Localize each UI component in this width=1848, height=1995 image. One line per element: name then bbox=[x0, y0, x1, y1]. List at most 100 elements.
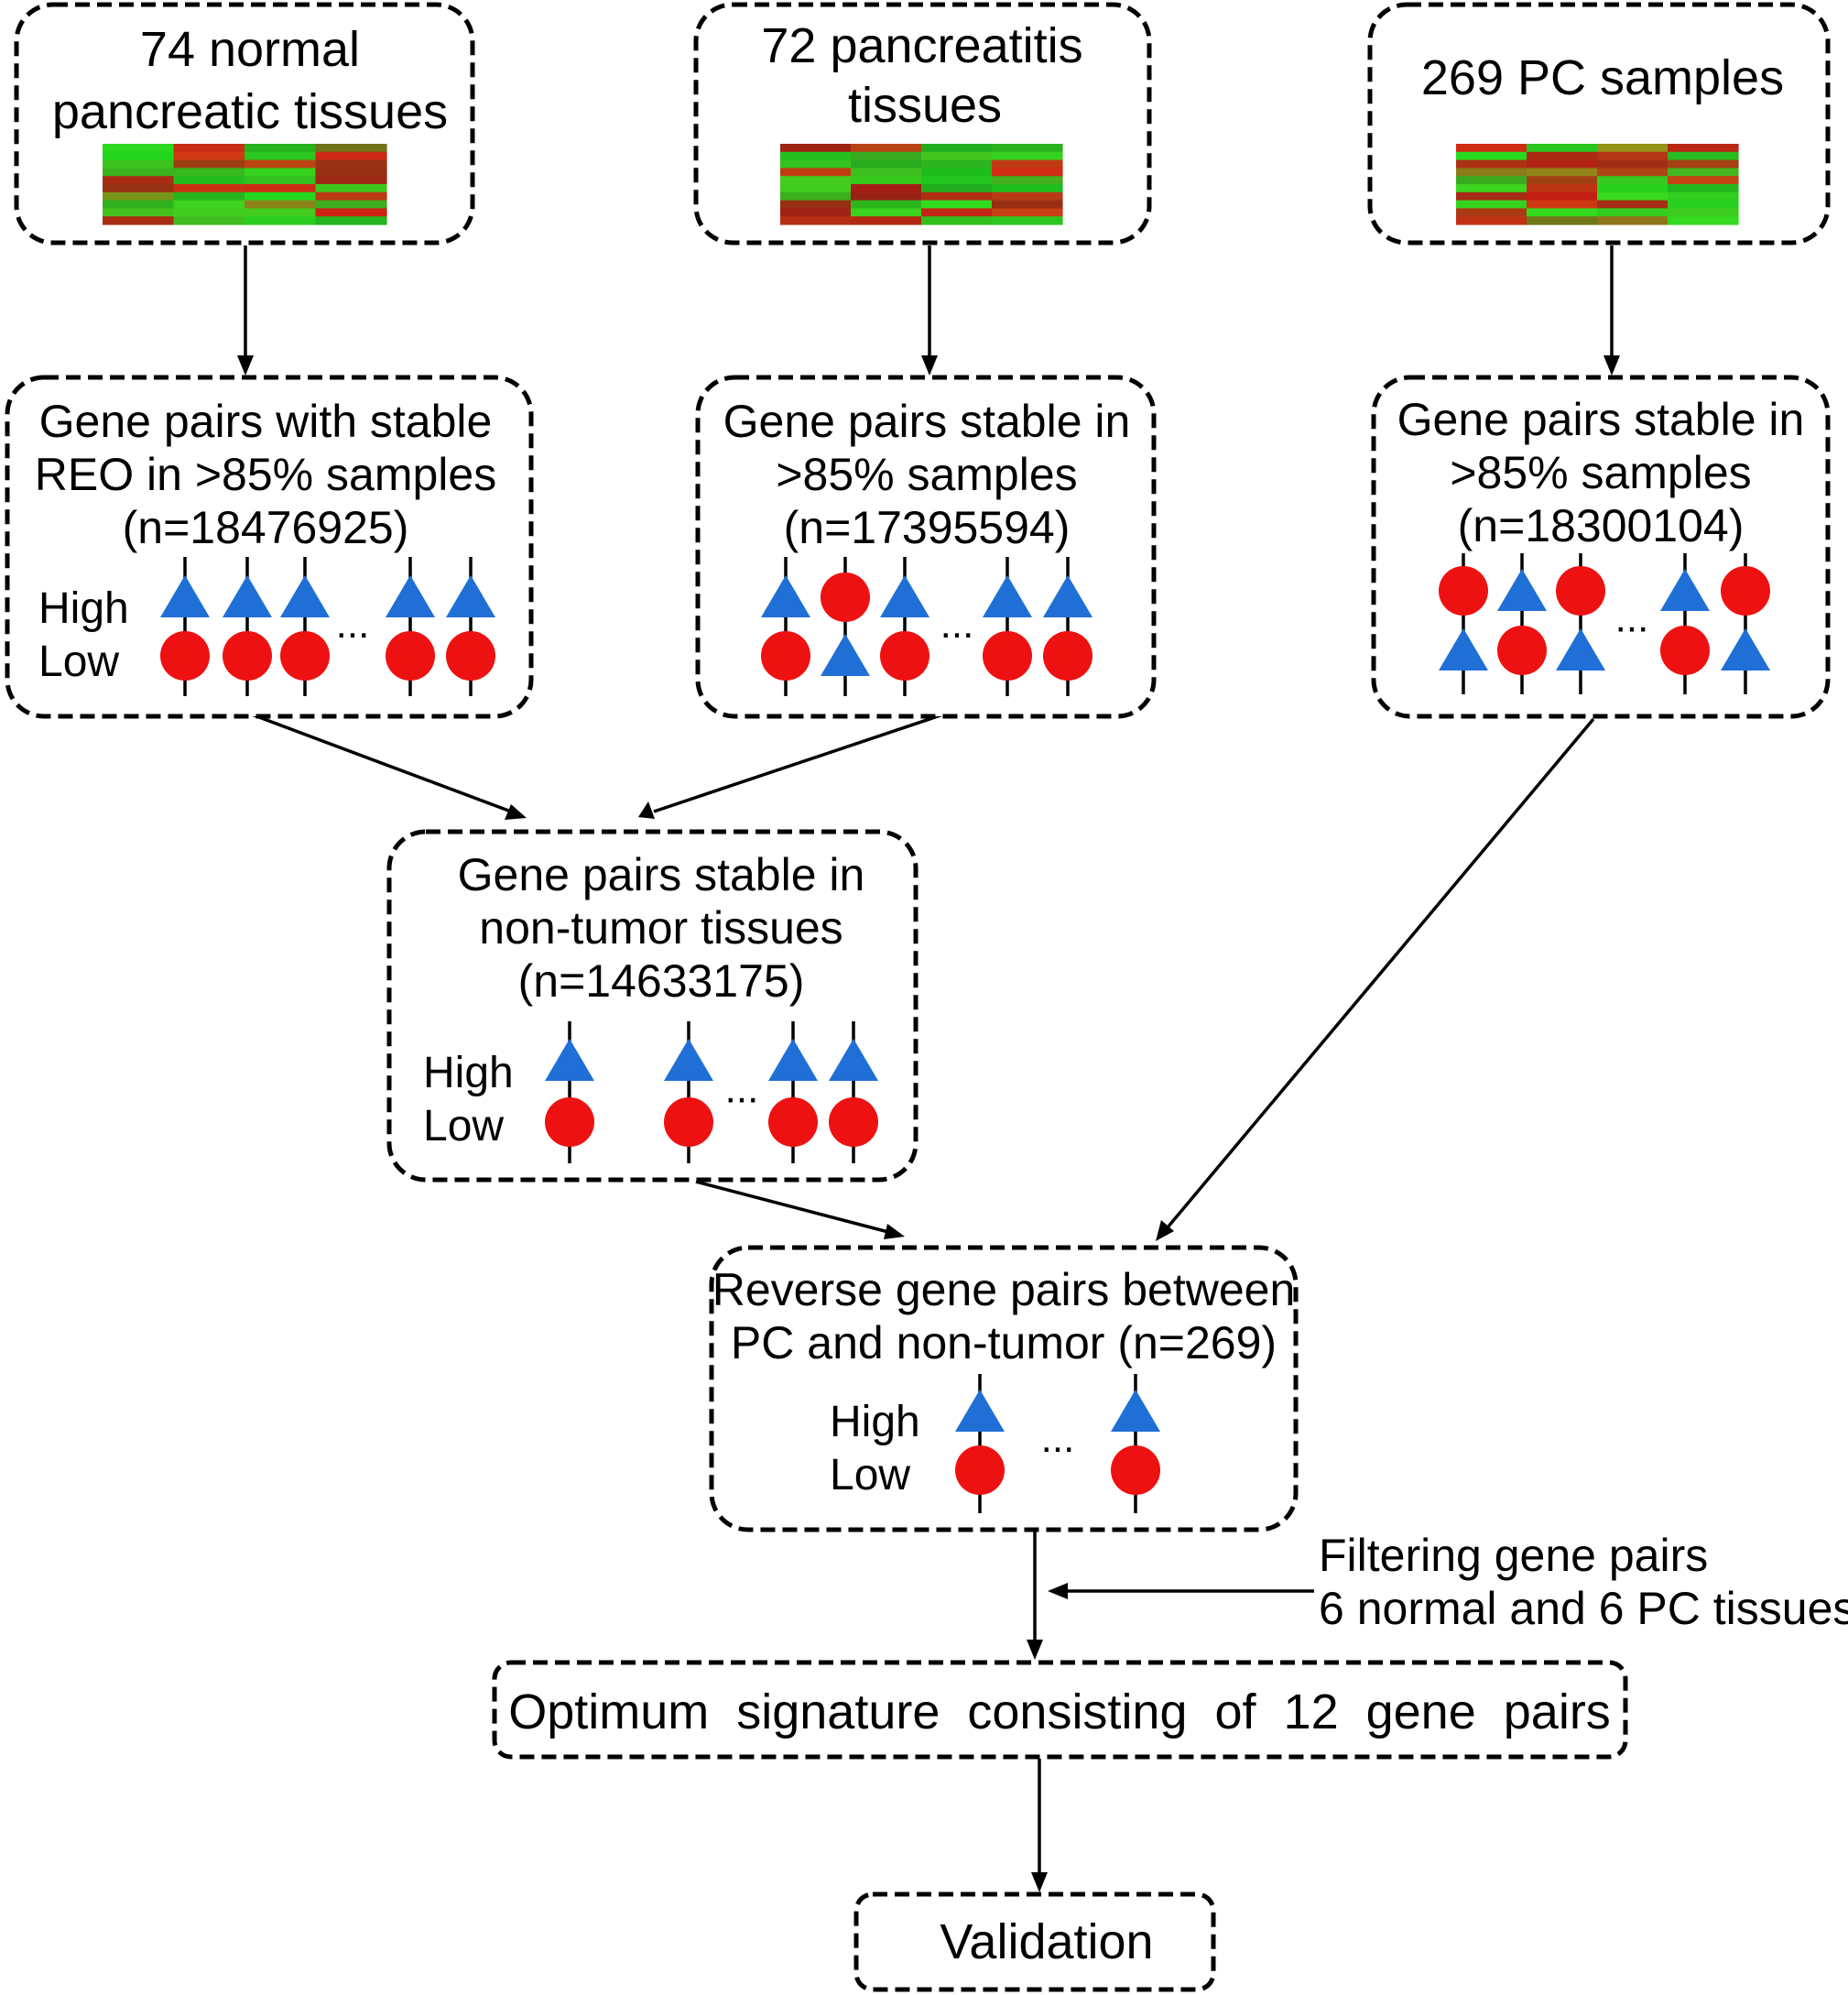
heatmap-cell bbox=[1597, 208, 1669, 217]
heatmap-cell bbox=[921, 144, 993, 153]
heatmap-cell bbox=[173, 176, 245, 185]
heatmap-cell bbox=[245, 168, 317, 177]
heatmap-cell bbox=[1597, 191, 1669, 202]
heatmap-cell bbox=[780, 184, 852, 193]
heatmap-cell bbox=[173, 151, 245, 161]
connector-arrows bbox=[237, 245, 1620, 1892]
low-circle-icon bbox=[955, 1445, 1005, 1495]
heatmap-cell bbox=[1456, 159, 1527, 169]
box-text-line: >85% samples bbox=[1450, 447, 1751, 498]
expression-heatmap bbox=[103, 144, 387, 225]
high-triangle-icon bbox=[1497, 569, 1547, 611]
heatmap-cell bbox=[315, 200, 387, 209]
heatmap-cell bbox=[1527, 176, 1598, 185]
low-circle-icon bbox=[880, 631, 929, 681]
high-triangle-icon bbox=[1043, 575, 1092, 617]
source-label-line: 74 normal bbox=[140, 22, 360, 77]
heatmap-cell bbox=[1456, 200, 1527, 209]
source-label-line: 269 PC samples bbox=[1421, 50, 1784, 105]
heatmap-cell bbox=[1597, 144, 1669, 153]
heatmap-cell bbox=[315, 191, 387, 202]
ellipsis-text: ... bbox=[1041, 1416, 1075, 1461]
high-triangle-icon bbox=[223, 575, 272, 617]
box-text-line: REO in >85% samples bbox=[35, 449, 496, 500]
heatmap-cell bbox=[1597, 184, 1669, 193]
high-triangle-icon bbox=[1439, 628, 1488, 670]
heatmap-cell bbox=[103, 184, 175, 193]
high-triangle-icon bbox=[955, 1390, 1005, 1432]
heatmap-cell bbox=[1597, 159, 1669, 169]
signature-box: Optimum signature consisting of 12 gene … bbox=[492, 1660, 1628, 1760]
stable-box-normal: Gene pairs with stable REO in >85% sampl… bbox=[5, 375, 534, 719]
low-circle-icon bbox=[1439, 566, 1488, 616]
heatmap-cell bbox=[1597, 151, 1669, 161]
heatmap-cell bbox=[173, 168, 245, 177]
heatmap-cell bbox=[173, 208, 245, 217]
low-circle-icon bbox=[1721, 566, 1770, 616]
low-circle-icon bbox=[664, 1097, 713, 1147]
heatmap-cell bbox=[921, 184, 993, 193]
filter-note: Filtering gene pairs 6 normal and 6 PC t… bbox=[1319, 1530, 1848, 1634]
heatmap-cell bbox=[1456, 151, 1527, 161]
heatmap-cell bbox=[103, 151, 175, 161]
high-triangle-icon bbox=[1111, 1390, 1160, 1432]
heatmap-cell bbox=[992, 144, 1063, 153]
low-circle-icon bbox=[386, 631, 435, 681]
heatmap-cell bbox=[103, 159, 175, 169]
nontumor-box: Gene pairs stable in non-tumor tissues (… bbox=[386, 829, 919, 1183]
ellipsis-text: ... bbox=[725, 1067, 759, 1112]
expression-heatmap bbox=[780, 144, 1063, 225]
heatmap-cell bbox=[1597, 168, 1669, 177]
heatmap-cell bbox=[992, 200, 1063, 209]
heatmap-cell bbox=[921, 176, 993, 185]
heatmap-cell bbox=[1597, 200, 1669, 209]
heatmap-cell bbox=[315, 151, 387, 161]
heatmap-cell bbox=[173, 159, 245, 169]
validation-box: Validation bbox=[853, 1891, 1216, 1992]
low-circle-icon bbox=[1497, 626, 1547, 675]
heatmap-cell bbox=[921, 168, 993, 177]
source-box-pancreatitis: 72 pancreatitis tissues bbox=[693, 2, 1152, 245]
heatmap-cell bbox=[992, 191, 1063, 202]
gene-pair-symbols: ... bbox=[955, 1374, 1160, 1513]
signature-label: Optimum signature consisting of 12 gene … bbox=[508, 1684, 1611, 1739]
heatmap-cell bbox=[103, 191, 175, 202]
heatmap-cell bbox=[315, 144, 387, 153]
box-text-line: >85% samples bbox=[776, 449, 1077, 500]
high-label: High bbox=[38, 584, 129, 633]
gene-pair-symbols: ... bbox=[1439, 553, 1770, 694]
low-circle-icon bbox=[983, 631, 1032, 681]
source-label-line: pancreatic tissues bbox=[52, 84, 448, 139]
heatmap-cell bbox=[1668, 159, 1739, 169]
heatmap-cell bbox=[103, 208, 175, 217]
heatmap-cell bbox=[780, 191, 852, 202]
heatmap-cell bbox=[1456, 216, 1527, 225]
filter-note-line: 6 normal and 6 PC tissues bbox=[1319, 1583, 1848, 1634]
source-label-line: tissues bbox=[848, 78, 1002, 133]
heatmap-cell bbox=[245, 144, 317, 153]
heatmap-cell bbox=[103, 168, 175, 177]
heatmap-cell bbox=[1527, 216, 1598, 225]
heatmap-cell bbox=[245, 159, 317, 169]
heatmap-cell bbox=[1527, 200, 1598, 209]
heatmap-cell bbox=[1597, 176, 1669, 185]
heatmap-cell bbox=[245, 151, 317, 161]
low-label: Low bbox=[830, 1451, 910, 1499]
low-circle-icon bbox=[821, 572, 870, 622]
heatmap-cell bbox=[992, 151, 1063, 161]
heatmap-cell bbox=[1456, 176, 1527, 185]
heatmap-cell bbox=[245, 176, 317, 185]
high-triangle-icon bbox=[664, 1039, 713, 1081]
stable-box-pancreatitis: Gene pairs stable in >85% samples (n=173… bbox=[695, 375, 1157, 719]
heatmap-cell bbox=[1527, 208, 1598, 217]
high-triangle-icon bbox=[280, 575, 330, 617]
low-circle-icon bbox=[768, 1097, 818, 1147]
source-box-pc: 269 PC samples bbox=[1367, 2, 1831, 245]
high-triangle-icon bbox=[829, 1039, 878, 1081]
heatmap-cell bbox=[780, 216, 852, 225]
heatmap-cell bbox=[315, 176, 387, 185]
heatmap-cell bbox=[1527, 159, 1598, 169]
heatmap-cell bbox=[780, 168, 852, 177]
box-text-line: (n=18300104) bbox=[1458, 500, 1745, 551]
